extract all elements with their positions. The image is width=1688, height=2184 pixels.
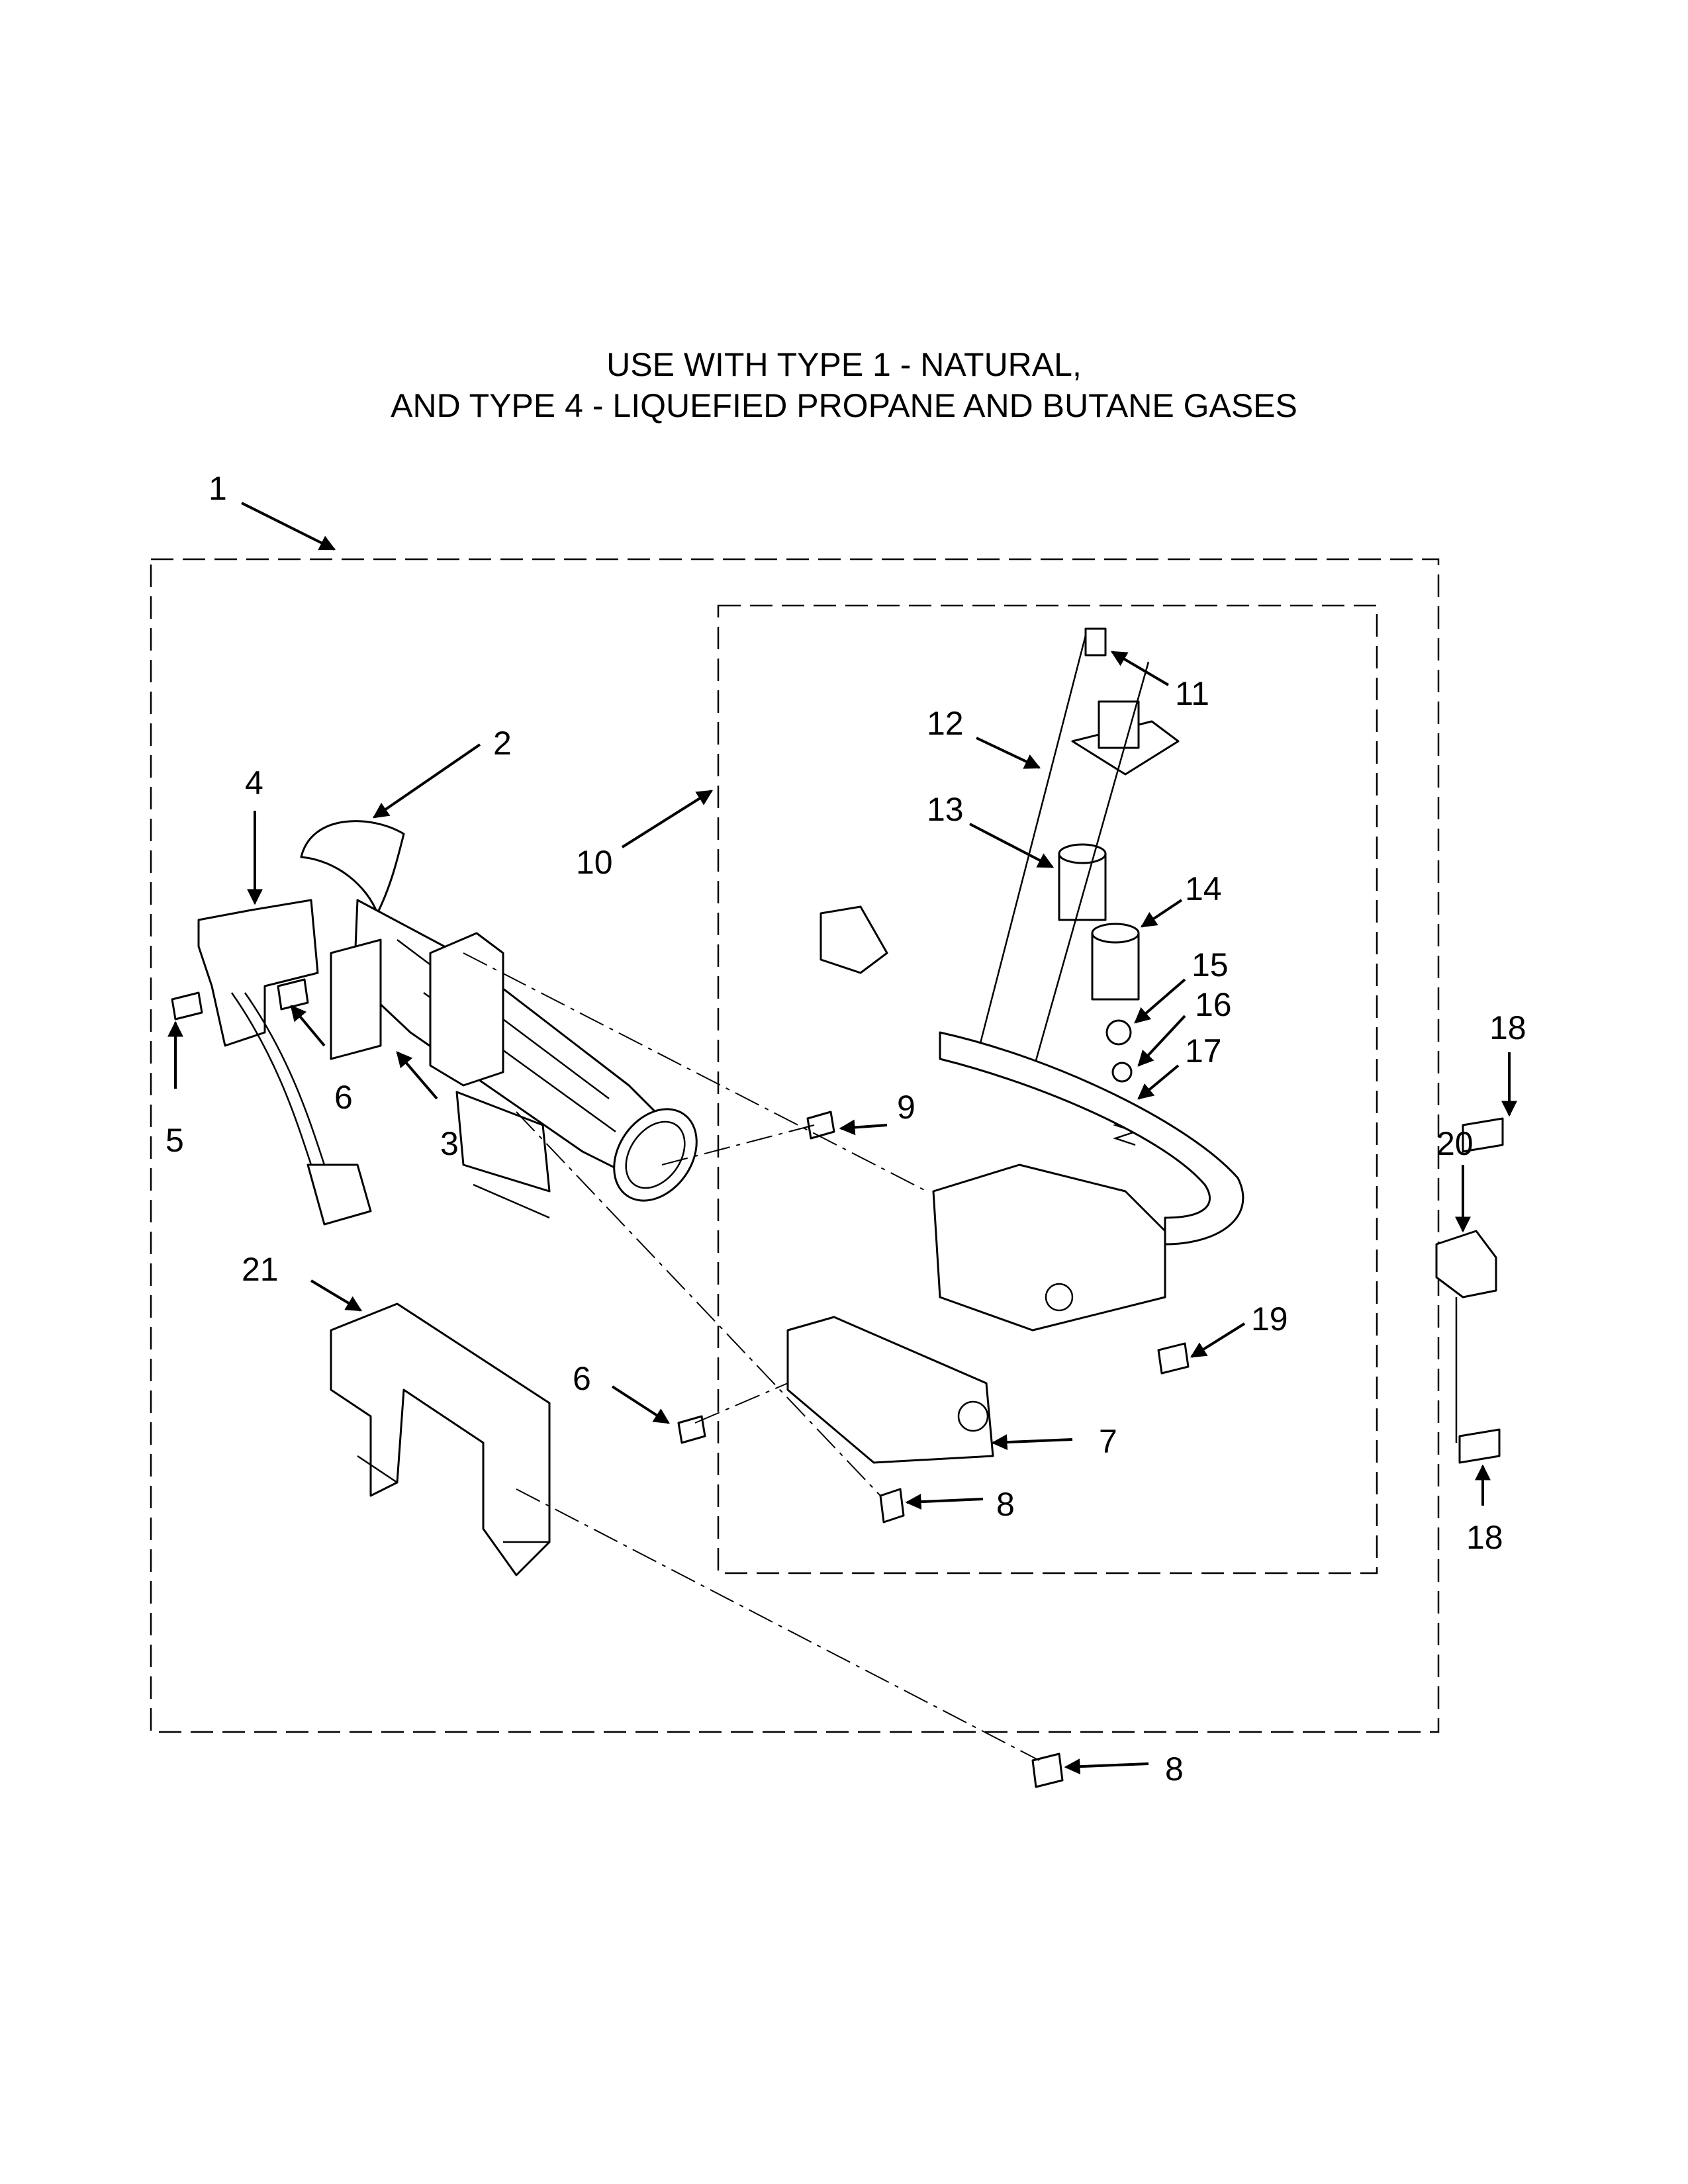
callout-18b: 18 <box>1466 1519 1503 1556</box>
callout-6a: 6 <box>334 1079 353 1116</box>
title-line-1: USE WITH TYPE 1 - NATURAL, <box>606 346 1082 383</box>
callout-14: 14 <box>1185 870 1222 907</box>
callout-1: 1 <box>209 470 227 507</box>
callout-6b: 6 <box>573 1360 591 1397</box>
callout-12: 12 <box>927 705 964 742</box>
mounting-bracket <box>330 1302 551 1576</box>
valve-mounting-plate <box>786 1316 994 1464</box>
fasteners <box>171 627 1190 1788</box>
callout-15: 15 <box>1192 946 1229 983</box>
side-bracket <box>1435 1117 1504 1464</box>
assembly-boundary <box>150 558 1440 1733</box>
title-line-2: AND TYPE 4 - LIQUEFIED PROPANE AND BUTAN… <box>391 387 1297 424</box>
callout-5: 5 <box>165 1122 184 1159</box>
gas-valve-body <box>820 905 1244 1332</box>
callout-18a: 18 <box>1489 1009 1526 1046</box>
callout-10: 10 <box>576 844 613 881</box>
burner-bracket <box>330 932 551 1219</box>
callout-arrows <box>167 502 1517 1775</box>
valve-subassembly-boundary <box>717 604 1378 1574</box>
igniter-bracket <box>197 899 372 1226</box>
solenoid-coil-stack <box>978 635 1180 1146</box>
callout-7: 7 <box>1099 1423 1117 1460</box>
callout-8b: 8 <box>1165 1751 1184 1788</box>
diagram-title: USE WITH TYPE 1 - NATURAL, AND TYPE 4 - … <box>0 344 1688 426</box>
callout-16: 16 <box>1195 986 1232 1023</box>
alignment-lines <box>463 952 1040 1761</box>
callout-21: 21 <box>242 1251 279 1288</box>
callout-3: 3 <box>440 1125 459 1162</box>
callout-4: 4 <box>245 764 263 801</box>
callout-9: 9 <box>897 1089 915 1126</box>
callout-11: 11 <box>1175 675 1209 712</box>
callout-19: 19 <box>1251 1300 1288 1338</box>
callout-13: 13 <box>927 791 964 828</box>
callout-20: 20 <box>1436 1125 1474 1162</box>
callout-17: 17 <box>1185 1032 1222 1069</box>
callout-8a: 8 <box>996 1486 1015 1523</box>
callout-2: 2 <box>493 725 512 762</box>
